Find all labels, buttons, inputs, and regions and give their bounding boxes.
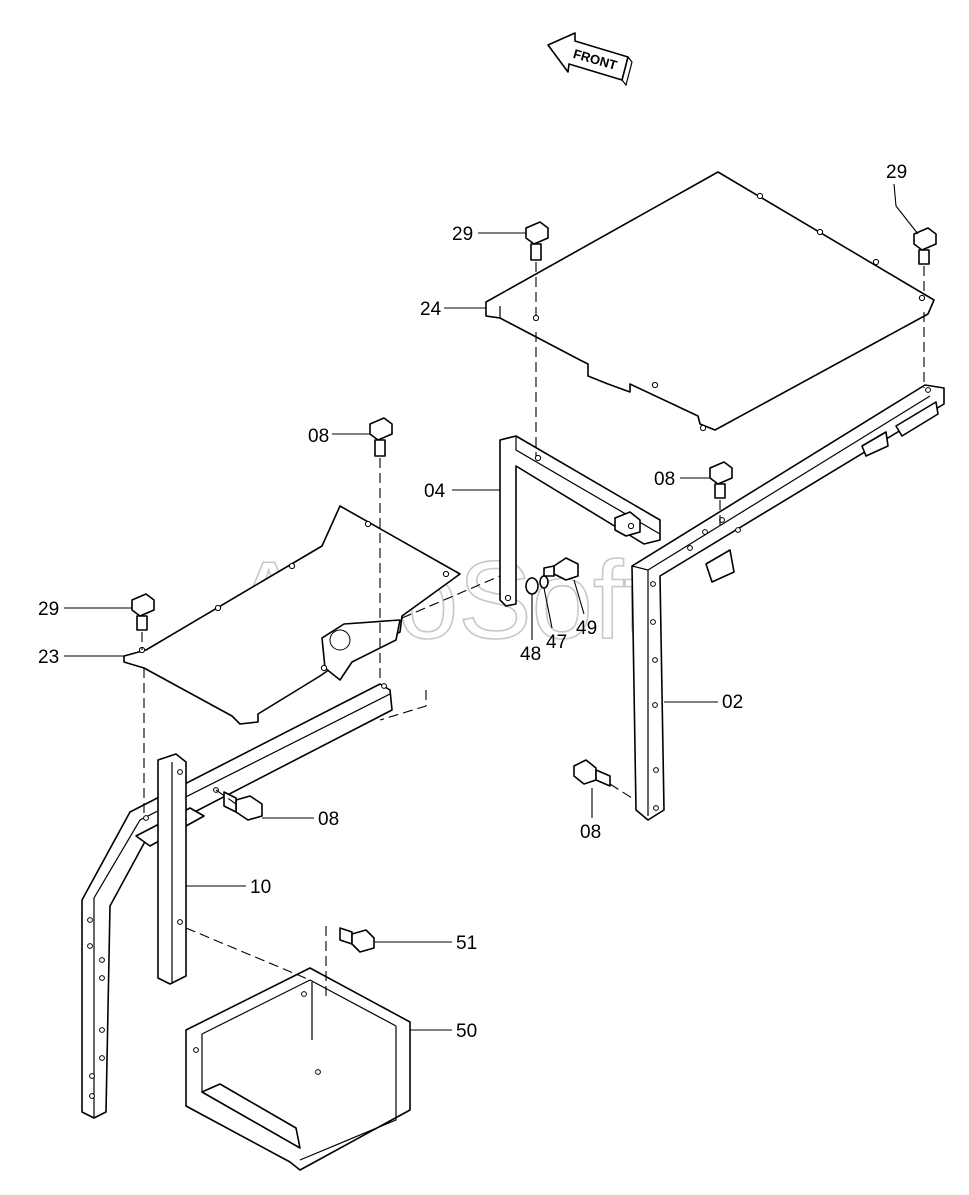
callout-10: 10 [250,877,271,898]
box-50 [185,967,411,1171]
angle-frame-02 [631,384,945,821]
callout-04: 04 [424,481,446,502]
callout-08: 08 [308,426,329,447]
callout-08: 08 [318,809,339,830]
bolt-icon [913,227,937,265]
callout-51: 51 [456,933,477,954]
bolt-icon [525,221,549,261]
callout-labels: 29 29 24 08 04 08 29 23 48 47 49 02 08 0… [38,162,907,1042]
left-angle-frame [81,683,393,1119]
bolt-icon [223,791,263,821]
callout-08: 08 [580,822,601,843]
callout-29: 29 [452,224,473,245]
bolt-icon [131,593,155,631]
callout-24: 24 [420,299,442,320]
alignment-lines [141,262,925,1000]
bolt-icon [573,759,611,787]
callout-02: 02 [722,692,743,713]
callout-47: 47 [546,632,567,653]
callout-08: 08 [654,469,675,490]
callout-50: 50 [456,1021,477,1042]
post-10 [157,753,187,985]
bolt-icon [543,557,579,581]
leader-lines [64,183,919,1031]
u-bracket-04 [499,435,661,607]
bolt-icon [709,461,733,499]
bolt-icon [339,927,375,953]
callout-49: 49 [576,618,597,639]
callout-48: 48 [520,644,541,665]
callout-29: 29 [38,599,59,620]
washer-icon [525,575,549,595]
callout-23: 23 [38,647,59,668]
front-arrow-icon: FRONT [547,32,633,87]
cover-plate-23 [123,505,461,725]
cover-plate-24 [485,171,935,432]
callout-29: 29 [886,162,907,183]
bolt-icon [369,417,393,457]
